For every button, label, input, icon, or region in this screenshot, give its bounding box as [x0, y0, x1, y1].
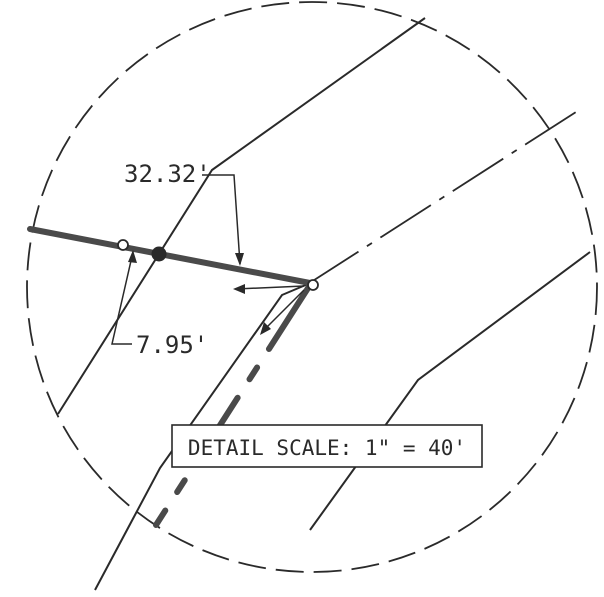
point-open-right: [307, 279, 319, 291]
corner-arrow-left: [235, 285, 305, 290]
leader-short-dimension: [111, 251, 134, 345]
dimension-label-short: 7.95': [136, 331, 208, 359]
detail-boundary-circle: [26, 1, 598, 573]
parcel-line-center: [94, 283, 309, 591]
heavy-line-horizontal: [27, 226, 313, 286]
centerline-dash-dot: [307, 111, 577, 285]
heavy-line-dashed: [153, 282, 313, 528]
point-open-left: [117, 239, 129, 251]
scale-label-text: DETAIL SCALE: 1" = 40': [188, 436, 466, 460]
leader-long-dimension: [202, 174, 241, 265]
parcel-line-right: [309, 251, 591, 531]
dimension-label-long: 32.32': [124, 160, 211, 188]
point-solid: [151, 246, 167, 262]
corner-arrow-left-head: [233, 284, 245, 294]
leader-long-arrowhead: [235, 253, 244, 266]
corner-arrow-down: [261, 289, 305, 333]
leader-short-arrowhead: [128, 250, 137, 263]
parcel-line-upper-left: [57, 17, 426, 415]
scale-label-box: [171, 424, 483, 468]
corner-arrow-down-head: [260, 322, 271, 335]
